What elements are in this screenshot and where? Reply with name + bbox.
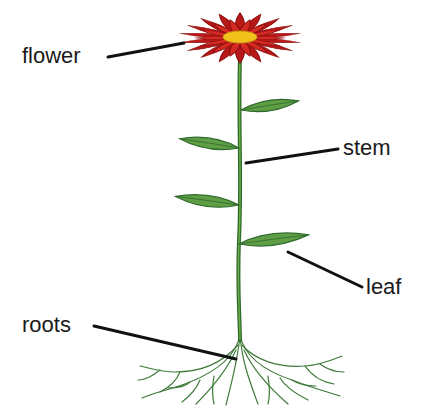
leaves-drawing <box>175 97 309 248</box>
part-label: stem <box>343 136 391 160</box>
leader-line <box>246 149 338 163</box>
leader-lines <box>94 43 362 359</box>
stem-drawing <box>238 58 240 340</box>
roots-drawing <box>138 335 344 405</box>
part-label: flower <box>22 44 81 68</box>
flower-center <box>223 31 257 43</box>
part-label: roots <box>22 313 71 337</box>
stem-highlight <box>238 58 240 340</box>
part-label: leaf <box>366 275 401 299</box>
leader-line <box>108 43 184 57</box>
leader-line <box>94 326 236 359</box>
leader-line <box>288 252 362 287</box>
flower-drawing <box>180 13 300 63</box>
